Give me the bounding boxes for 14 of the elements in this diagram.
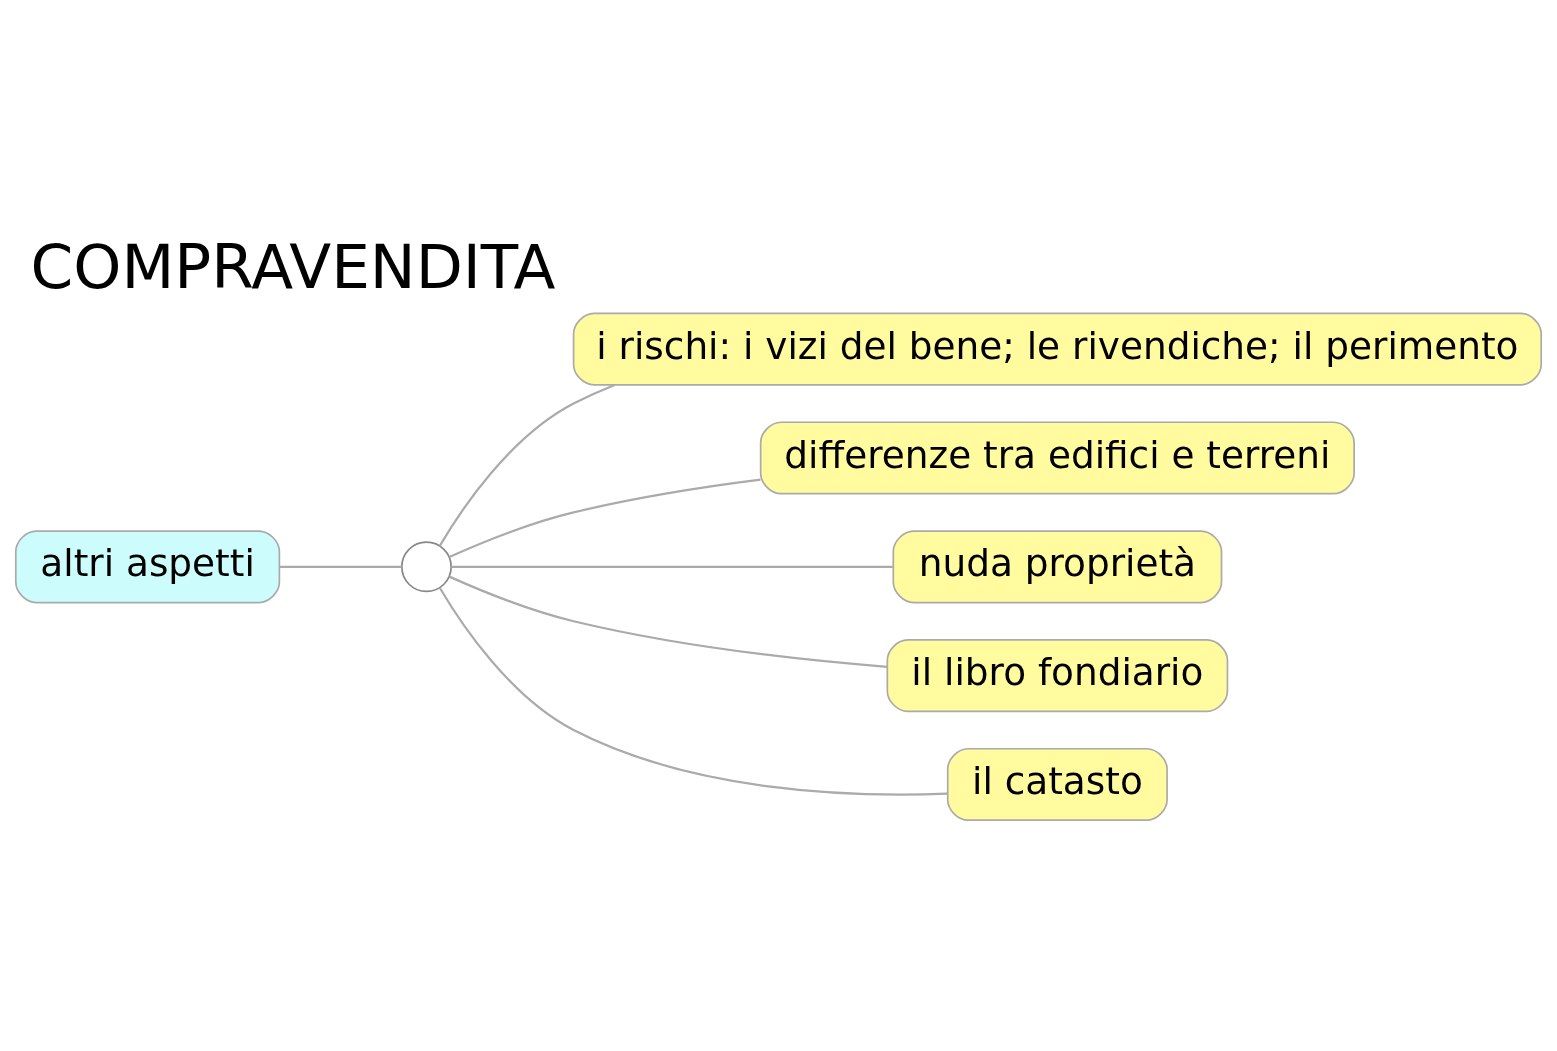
- connector: [279, 565, 402, 568]
- node-box: differenze tra edifici e terreni: [759, 420, 1355, 495]
- connector: [448, 575, 888, 668]
- node-circle: [400, 540, 452, 592]
- connector: [438, 586, 948, 796]
- connector: [451, 565, 893, 568]
- connector: [438, 383, 616, 546]
- connector: [448, 478, 761, 558]
- node-box: nuda proprietà: [892, 529, 1223, 603]
- node-box: altri aspetti: [14, 529, 281, 603]
- diagram-title: COMPRAVENDITA: [30, 230, 556, 302]
- node-box: il catasto: [946, 747, 1168, 821]
- node-box: il libro fondiario: [886, 638, 1229, 712]
- node-box: i rischi: i vizi del bene; le rivendiche; il perimento: [572, 312, 1543, 386]
